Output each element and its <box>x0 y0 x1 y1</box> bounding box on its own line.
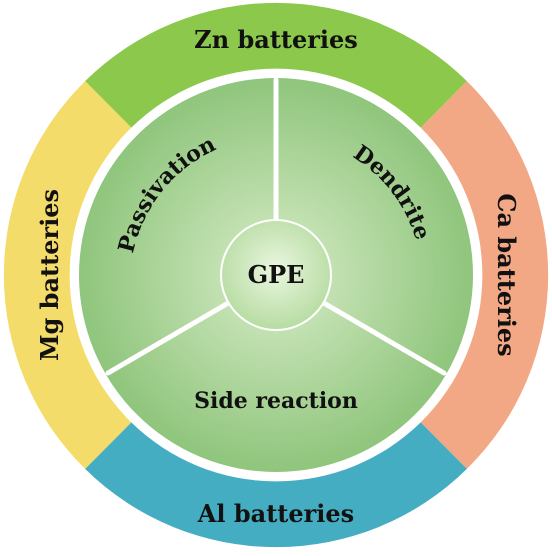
gpe-hub <box>220 219 332 331</box>
side-reaction-label: Side reaction <box>194 388 358 414</box>
zn-batteries-label: Zn batteries <box>194 25 358 54</box>
battery-ring <box>3 2 549 548</box>
divider-right <box>319 299 447 376</box>
mg-batteries-label: Mg batteries <box>35 189 64 361</box>
ca-battery-segment <box>420 81 549 469</box>
mg-battery-segment <box>3 81 132 469</box>
al-batteries-label: Al batteries <box>197 499 354 528</box>
ca-batteries-label: Ca batteries <box>492 193 521 356</box>
al-battery-segment <box>85 422 467 548</box>
zn-battery-segment <box>85 2 467 128</box>
gpe-label: GPE <box>248 260 305 289</box>
sector-dividers <box>105 77 447 376</box>
divider-left <box>105 299 233 376</box>
